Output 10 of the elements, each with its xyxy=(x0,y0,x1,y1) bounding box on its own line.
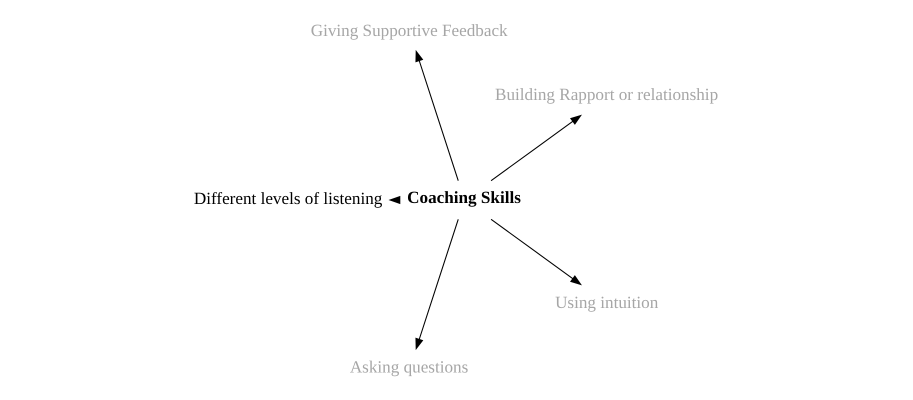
arrow xyxy=(414,50,458,181)
arrow xyxy=(414,219,458,350)
arrow xyxy=(490,218,582,286)
node-text: Different levels of listening xyxy=(193,189,382,208)
node-text: Using intuition xyxy=(554,293,658,312)
node-text: Coaching Skills xyxy=(406,188,520,207)
node-text: Asking questions xyxy=(349,357,468,376)
node-text: Giving Supportive Feedback xyxy=(310,20,508,40)
node-text: Building Rapport or relationship xyxy=(494,85,718,104)
arrow xyxy=(490,114,582,182)
